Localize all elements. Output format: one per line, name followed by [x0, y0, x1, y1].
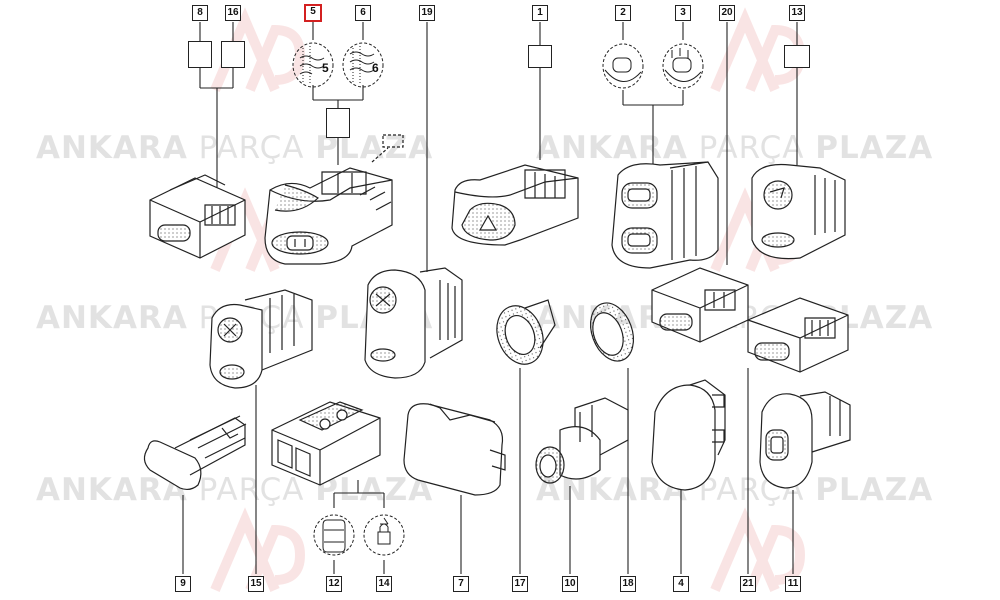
hazard-icon-box — [528, 45, 552, 68]
seat-belt-icon-box — [188, 41, 212, 68]
knob-thumbnail-6-icon — [342, 42, 384, 88]
part-cover-4 — [651, 379, 726, 491]
part-switch-5-6 — [264, 134, 404, 265]
knob-thumbnail-5-icon — [292, 42, 334, 88]
part-switch-2-3 — [611, 161, 719, 269]
callout-13[interactable]: 13 — [789, 5, 805, 21]
wiper-icon-box — [221, 41, 245, 68]
part-dimmer-10 — [535, 397, 629, 484]
part-blank-cover-7 — [403, 403, 506, 496]
knob-label-5: 5 — [322, 61, 329, 75]
part-switch-1-hazard — [451, 164, 579, 246]
knob-label-6: 6 — [372, 61, 379, 75]
callout-20[interactable]: 20 — [719, 5, 735, 21]
callout-8[interactable]: 8 — [192, 5, 208, 21]
part-switch-13 — [751, 163, 846, 260]
part-cap-18 — [589, 302, 635, 362]
leader-2-3 — [622, 22, 684, 165]
part-switch-12-14 — [271, 401, 381, 486]
callout-17[interactable]: 17 — [512, 576, 528, 592]
part-clip-9 — [143, 415, 247, 491]
watermark-row-3: ANKARA PARÇA PLAZA — [36, 472, 434, 508]
part-switch-11 — [759, 391, 851, 489]
leader-12-14 — [333, 480, 385, 574]
watermark-row-1b: ANKARA PARÇA PLAZA — [536, 130, 934, 166]
callout-5-selected[interactable]: 5 — [304, 4, 322, 22]
part-switch-8-16 — [149, 174, 246, 259]
window-thumbnail-3-icon — [662, 43, 704, 89]
up-down-icon-box — [326, 108, 350, 138]
callout-2[interactable]: 2 — [615, 5, 631, 21]
watermark-row-3b: ANKARA PARÇA PLAZA — [536, 472, 934, 508]
car-top-view-icon — [313, 514, 355, 556]
part-switch-15 — [209, 289, 313, 389]
part-switch-19 — [364, 267, 463, 379]
callout-16[interactable]: 16 — [225, 5, 241, 21]
callout-7[interactable]: 7 — [453, 576, 469, 592]
part-switch-21 — [747, 297, 849, 373]
callout-18[interactable]: 18 — [620, 576, 636, 592]
callout-19[interactable]: 19 — [419, 5, 435, 21]
leader-5-6 — [312, 22, 364, 165]
part-switch-20 — [651, 267, 749, 343]
child-lock-icon — [363, 514, 405, 556]
callout-21[interactable]: 21 — [740, 576, 756, 592]
callout-14[interactable]: 14 — [376, 576, 392, 592]
callout-1[interactable]: 1 — [532, 5, 548, 21]
part-knob-17 — [496, 299, 556, 365]
callout-3[interactable]: 3 — [675, 5, 691, 21]
callout-9[interactable]: 9 — [175, 576, 191, 592]
electric-icon-box — [784, 45, 810, 68]
window-thumbnail-2-icon — [602, 43, 644, 89]
callout-6[interactable]: 6 — [355, 5, 371, 21]
callout-15[interactable]: 15 — [248, 576, 264, 592]
callout-11[interactable]: 11 — [785, 576, 801, 592]
callout-4[interactable]: 4 — [673, 576, 689, 592]
callout-10[interactable]: 10 — [562, 576, 578, 592]
callout-12[interactable]: 12 — [326, 576, 342, 592]
